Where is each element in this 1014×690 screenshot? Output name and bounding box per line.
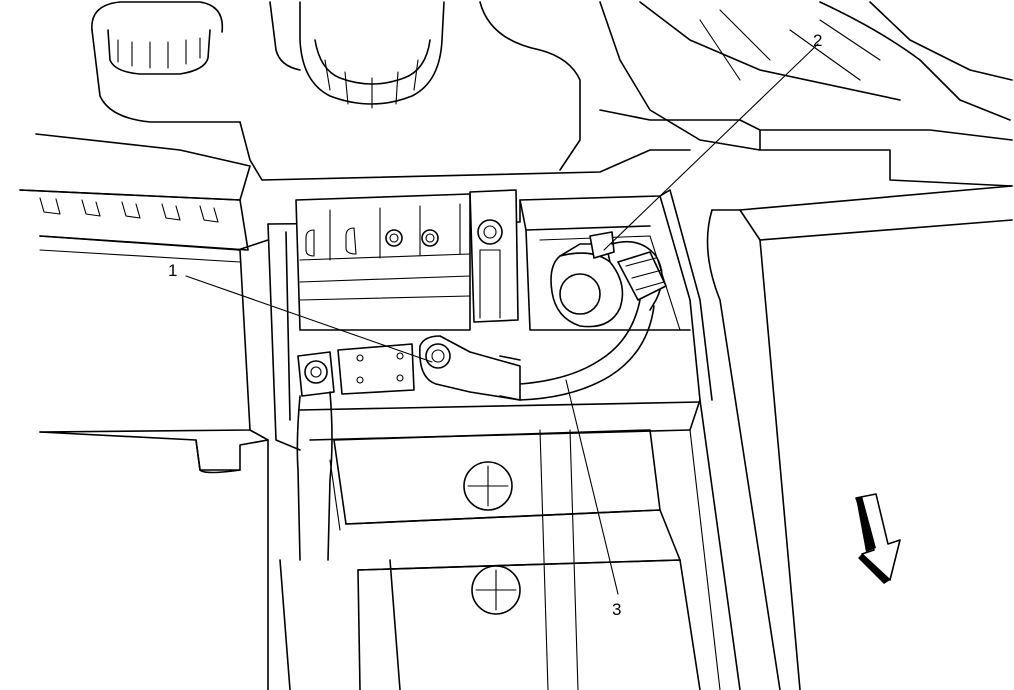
callout-leaders (185, 43, 819, 595)
callout-3: 3 (612, 600, 621, 619)
upper-housing (239, 1, 1013, 187)
negative-terminal-cable (519, 231, 667, 401)
right-side-panel (237, 185, 1013, 690)
battery (329, 429, 701, 690)
forward-direction-arrow-icon (855, 493, 901, 584)
positive-terminal-cable (296, 335, 521, 561)
leader-line-3 (565, 379, 619, 595)
reservoir-cap-left (91, 1, 241, 123)
callout-1: 1 (168, 261, 177, 280)
reservoir-cap-center (269, 1, 445, 109)
left-cowl-panel (19, 133, 269, 474)
junction-block (295, 189, 519, 331)
leader-line-1 (185, 275, 433, 363)
leader-line-2 (603, 43, 819, 251)
callout-2: 2 (813, 31, 822, 50)
